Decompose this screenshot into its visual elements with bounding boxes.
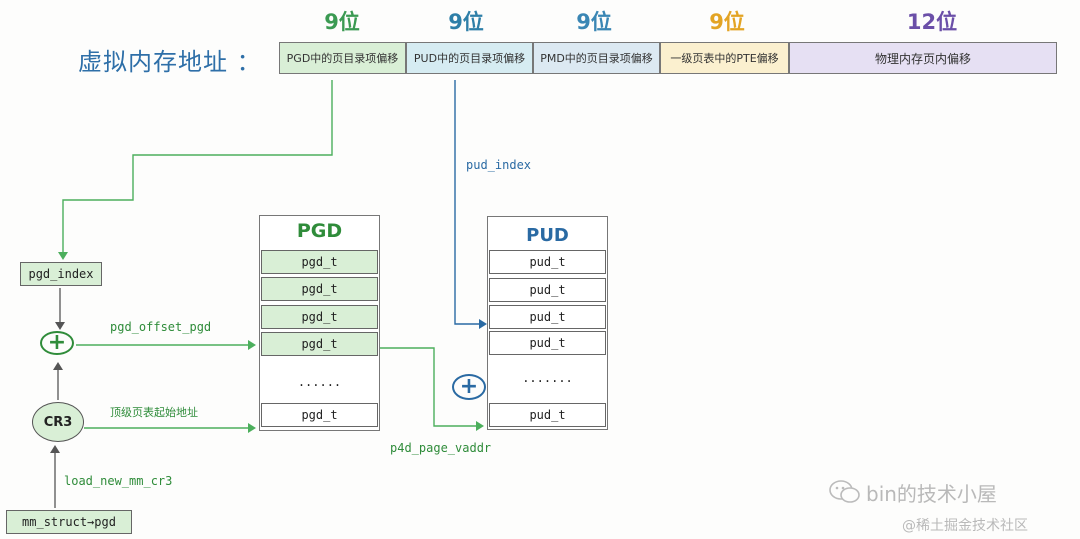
pud-index-label: pud_index [466,158,532,172]
segment-label: 一级页表中的PTE偏移 [670,52,779,65]
top-table-base-label: 顶级页表起始地址 [110,406,198,419]
p4d-page-vaddr-label: p4d_page_vaddr [390,441,492,455]
plus-circle-icon: + [40,331,74,355]
segment-label: 物理内存页内偏移 [874,51,971,66]
wechat-icon [828,479,862,509]
pgd-entry: pgd_t [261,332,378,356]
pud-entry: pud_t [489,305,606,329]
pgd-table-header: PGD [296,220,343,242]
segment-label: PUD中的页目录项偏移 [413,52,526,65]
segment-pte-offset: 一级页表中的PTE偏移 [660,42,789,74]
pud-entry: pud_t [489,403,606,427]
segment-page-offset: 物理内存页内偏移 [789,42,1057,74]
bits-label-pgd: 9位 [324,10,360,34]
segment-label: PMD中的页目录项偏移 [540,52,653,65]
plus-sign: + [459,374,479,399]
pgd-entry: pgd_t [261,250,378,274]
plus-circle-icon: + [452,374,486,400]
pud-entry: pud_t [489,278,606,302]
mm-struct-label: mm_struct→pgd [22,515,116,529]
mm-struct-box: mm_struct→pgd [6,510,132,534]
watermark-site: @稀土掘金技术社区 [902,518,1028,534]
segment-pgd-offset: PGD中的页目录项偏移 [279,42,406,74]
pgd-entry: pgd_t [261,403,378,427]
pgd-entry: pgd_t [261,277,378,301]
bits-label-pte: 9位 [709,10,745,34]
bits-label-pud: 9位 [448,10,484,34]
pgd-index-box: pgd_index [20,262,102,286]
bits-label-offset: 12位 [906,10,958,34]
segment-pud-offset: PUD中的页目录项偏移 [406,42,533,74]
cr3-label: CR3 [43,414,73,430]
watermark-brand: bin的技术小屋 [866,482,997,506]
plus-sign: + [47,330,67,355]
pgd-index-label: pgd_index [28,267,94,281]
diagram-title: 虚拟内存地址 ： [78,48,262,76]
pud-entry: pud_t [489,250,606,274]
pgd-entry: pgd_t [261,305,378,329]
segment-label: PGD中的页目录项偏移 [286,52,399,65]
pgd-ellipsis: ...... [297,375,342,389]
cr3-node: CR3 [32,402,84,442]
bits-label-pmd: 9位 [576,10,612,34]
pud-entry: pud_t [489,331,606,355]
load-cr3-label: load_new_mm_cr3 [64,474,173,488]
pud-ellipsis: ....... [522,371,573,385]
pgd-offset-label: pgd_offset_pgd [110,320,212,334]
segment-pmd-offset: PMD中的页目录项偏移 [533,42,660,74]
pud-table-header: PUD [526,225,569,246]
